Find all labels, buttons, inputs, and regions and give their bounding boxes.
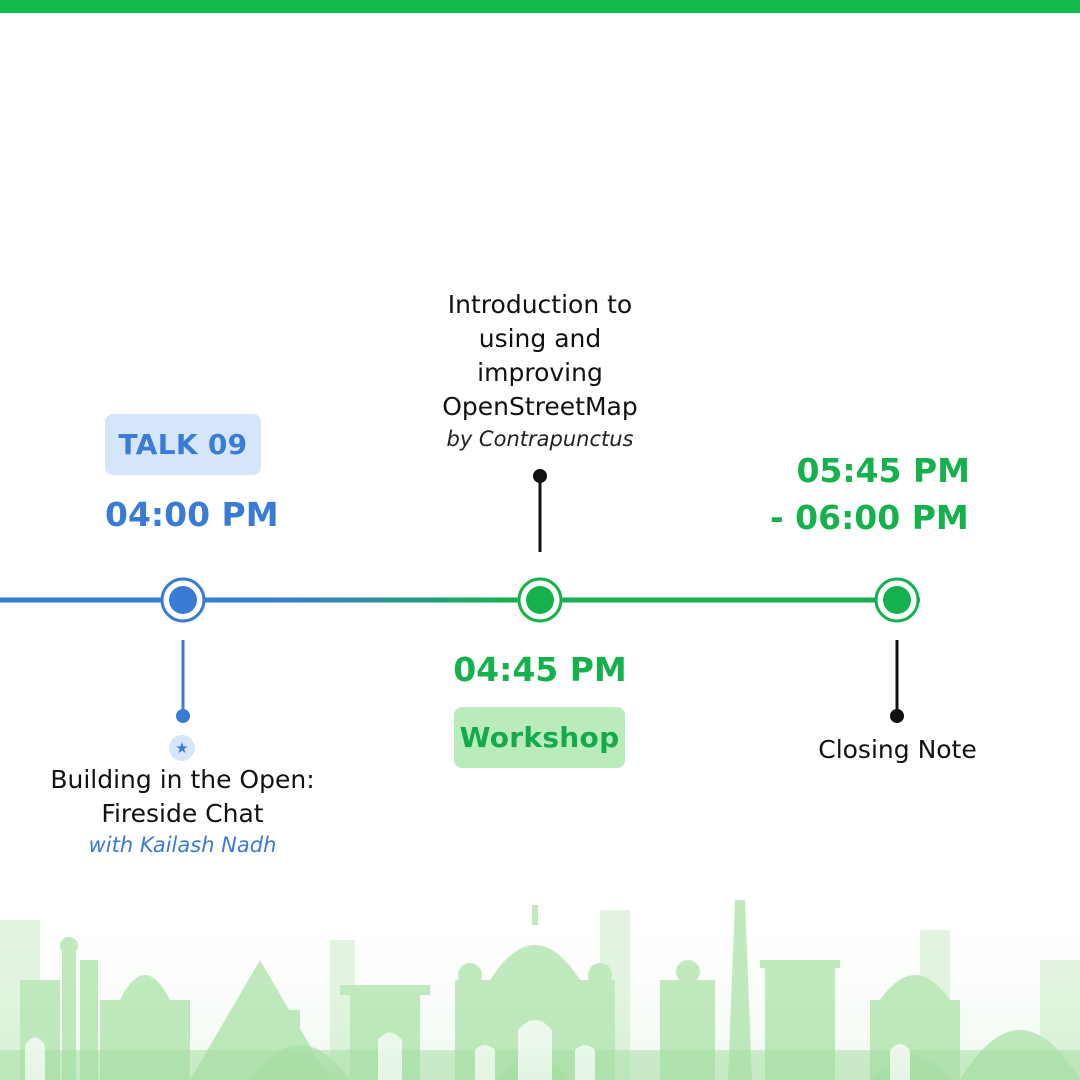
talk09-title: Building in the Open: Fireside Chat — [40, 763, 325, 831]
talk09-byline: with Kailash Nadh — [88, 833, 277, 857]
workshop-title-line1: Introduction to — [447, 290, 633, 319]
workshop-title-line4: OpenStreetMap — [442, 392, 638, 421]
talk-badge: TALK 09 — [105, 414, 261, 475]
closing-title: Closing Note — [818, 735, 977, 764]
workshop-badge: Workshop — [454, 707, 625, 768]
workshop-time: 04:45 PM — [453, 650, 627, 689]
star-icon: ★ — [169, 735, 195, 761]
timeline-node-talk09 — [160, 577, 206, 623]
closing-time-end: - 06:00 PM — [770, 498, 969, 537]
talk09-time: 04:00 PM — [105, 495, 279, 534]
talk09-title-line1: Building in the Open: — [50, 765, 315, 794]
city-skyline-illustration — [0, 890, 1080, 1080]
connector-dot-workshop — [533, 469, 547, 483]
workshop-title: Introduction to using and improving Open… — [415, 288, 665, 424]
timeline-node-workshop — [517, 577, 563, 623]
top-accent-bar — [0, 0, 1080, 13]
talk09-title-line2: Fireside Chat — [101, 799, 264, 828]
closing-time-start: 05:45 PM — [796, 451, 970, 490]
connector-dot-closing — [890, 709, 904, 723]
workshop-title-line3: improving — [477, 358, 603, 387]
connector-dot-talk09 — [176, 709, 190, 723]
workshop-byline: by Contrapunctus — [446, 427, 634, 451]
workshop-title-line2: using and — [478, 324, 602, 353]
timeline-node-closing — [874, 577, 920, 623]
